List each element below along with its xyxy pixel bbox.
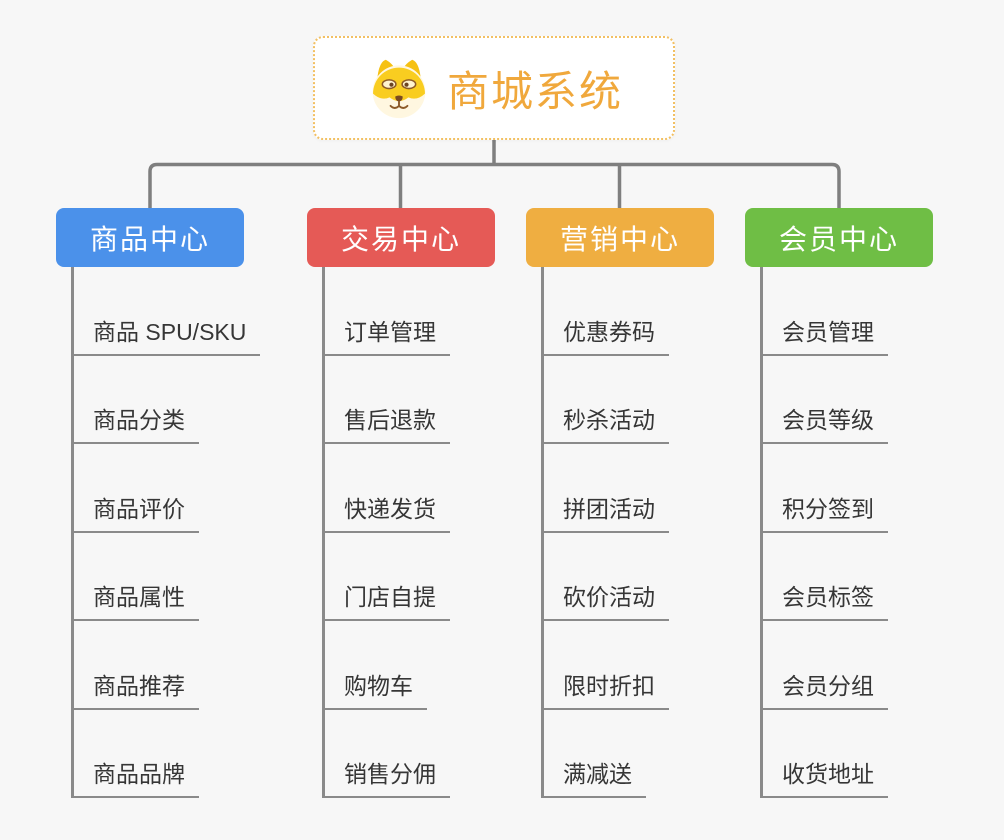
item-cell: 限时折扣 (526, 621, 714, 710)
item-cell: 门店自提 (307, 533, 495, 621)
item-cell: 售后退款 (307, 356, 495, 444)
mindmap-node[interactable]: 拼团活动 (541, 490, 669, 533)
branch-header-label: 会员中心 (778, 223, 899, 255)
item-cell: 商品属性 (56, 533, 244, 621)
branch-header-label: 交易中心 (340, 223, 461, 255)
item-cell: 会员等级 (745, 356, 933, 444)
branch-header[interactable]: 商品中心 (56, 208, 244, 267)
item-cell: 快递发货 (307, 444, 495, 533)
mindmap-node[interactable]: 商品属性 (71, 578, 199, 621)
mindmap-node[interactable]: 秒杀活动 (541, 401, 669, 444)
item-cell: 商品评价 (56, 444, 244, 533)
branch-items: 订单管理售后退款快递发货门店自提购物车销售分佣 (307, 267, 495, 798)
item-cell: 满减送 (526, 710, 714, 798)
branch-header[interactable]: 营销中心 (526, 208, 714, 267)
mindmap-node[interactable]: 售后退款 (322, 401, 450, 444)
mindmap-node[interactable]: 门店自提 (322, 578, 450, 621)
mindmap-node[interactable]: 砍价活动 (541, 578, 669, 621)
mindmap-node[interactable]: 优惠券码 (541, 313, 669, 356)
mindmap-node[interactable]: 会员标签 (760, 578, 888, 621)
branch-header-label: 营销中心 (559, 223, 680, 255)
item-cell: 订单管理 (307, 267, 495, 356)
item-cell: 砍价活动 (526, 533, 714, 621)
branch-3: 营销中心 优惠券码秒杀活动拼团活动砍价活动限时折扣满减送 (526, 208, 714, 798)
branch-items: 商品 SPU/SKU 商品分类商品评价商品属性商品推荐商品品牌 (56, 267, 261, 798)
item-cell: 会员标签 (745, 533, 933, 621)
item-cell: 积分签到 (745, 444, 933, 533)
mindmap-node[interactable]: 收货地址 (760, 755, 888, 798)
branch-2: 交易中心 订单管理售后退款快递发货门店自提购物车销售分佣 (307, 208, 495, 798)
root-node[interactable]: 商城系统 (313, 36, 675, 140)
item-cell: 会员分组 (745, 621, 933, 710)
mindmap-node[interactable]: 满减送 (541, 755, 646, 798)
mindmap-node[interactable]: 会员等级 (760, 401, 888, 444)
mindmap-node[interactable]: 商品评价 (71, 490, 199, 533)
mindmap-node[interactable]: 销售分佣 (322, 755, 450, 798)
item-cell: 销售分佣 (307, 710, 495, 798)
branch-4: 会员中心 会员管理会员等级积分签到会员标签会员分组收货地址 (745, 208, 933, 798)
item-cell: 秒杀活动 (526, 356, 714, 444)
mindmap-node[interactable]: 订单管理 (322, 313, 450, 356)
dog-icon (365, 56, 433, 120)
item-cell: 会员管理 (745, 267, 933, 356)
root-title: 商城系统 (446, 67, 623, 115)
branch-items: 会员管理会员等级积分签到会员标签会员分组收货地址 (745, 267, 933, 798)
mindmap-node[interactable]: 商品 SPU/SKU (71, 313, 261, 356)
item-cell: 商品推荐 (56, 621, 244, 710)
item-cell: 商品品牌 (56, 710, 244, 798)
branch-header-label: 商品中心 (89, 223, 210, 255)
mindmap-node[interactable]: 限时折扣 (541, 667, 669, 710)
mindmap-node[interactable]: 会员分组 (760, 667, 888, 710)
mindmap-node[interactable]: 购物车 (322, 667, 427, 710)
mindmap-node[interactable]: 快递发货 (322, 490, 450, 533)
item-cell: 购物车 (307, 621, 495, 710)
mindmap-node[interactable]: 积分签到 (760, 490, 888, 533)
item-cell: 收货地址 (745, 710, 933, 798)
item-cell: 商品分类 (56, 356, 244, 444)
mindmap-node[interactable]: 商品品牌 (71, 755, 199, 798)
mindmap-node[interactable]: 商品分类 (71, 401, 199, 444)
branch-1: 商品中心 商品 SPU/SKU 商品分类商品评价商品属性商品推荐商品品牌 (56, 208, 261, 798)
item-cell: 拼团活动 (526, 444, 714, 533)
mindmap-node[interactable]: 商品推荐 (71, 667, 199, 710)
branch-items: 优惠券码秒杀活动拼团活动砍价活动限时折扣满减送 (526, 267, 714, 798)
item-cell: 商品 SPU/SKU (56, 267, 261, 356)
mindmap-node[interactable]: 会员管理 (760, 313, 888, 356)
item-cell: 优惠券码 (526, 267, 714, 356)
branch-header[interactable]: 会员中心 (745, 208, 933, 267)
branch-header[interactable]: 交易中心 (307, 208, 495, 267)
